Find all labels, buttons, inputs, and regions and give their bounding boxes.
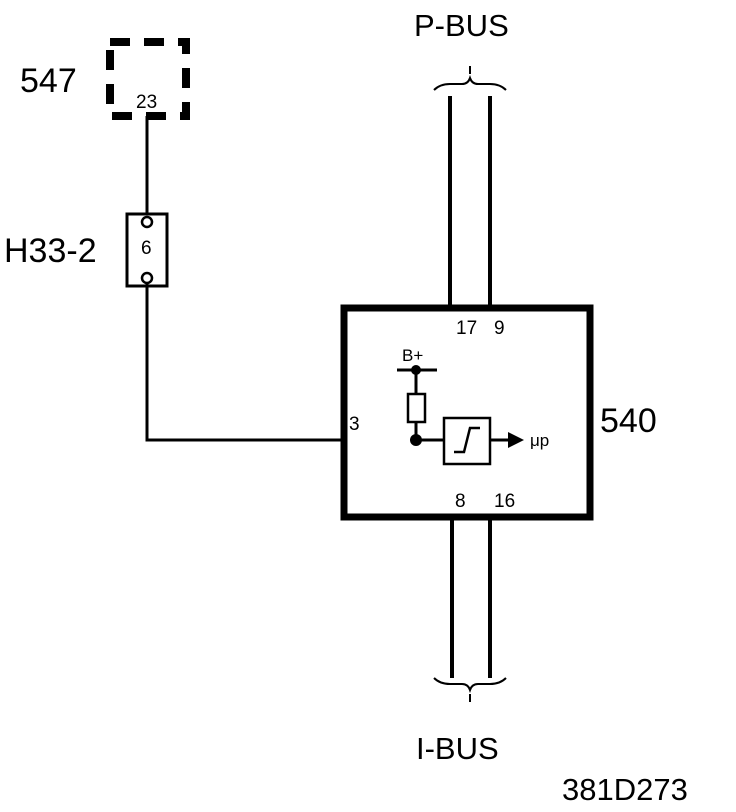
output-label: μp	[530, 431, 549, 450]
i-bus: I-BUS	[416, 519, 507, 766]
connector-pin: 6	[141, 238, 152, 259]
p-bus-label: P-BUS	[414, 8, 509, 43]
connector-label: H33-2	[4, 232, 97, 270]
pin-16: 16	[494, 491, 515, 512]
connector-terminal-top	[140, 215, 154, 229]
p-bus: P-BUS	[414, 8, 509, 306]
connector-terminal-bottom	[140, 271, 154, 285]
wire-connector-to-module	[145, 283, 415, 442]
connector-h33-2: 6 H33-2	[4, 212, 169, 288]
pullup-resistor	[406, 392, 427, 424]
p-bus-brace	[433, 74, 507, 91]
module-540: 540 17 9 3 8 16 B+ μp	[340, 304, 657, 521]
diagram-id: 381D273	[562, 772, 688, 807]
component-547: 547 23	[20, 38, 190, 120]
component-547-label: 547	[20, 62, 77, 100]
pin-8: 8	[455, 491, 466, 512]
supply-label: B+	[402, 346, 423, 365]
pin-17: 17	[456, 318, 477, 339]
module-540-label: 540	[600, 402, 657, 440]
i-bus-brace	[433, 677, 507, 694]
pin-9: 9	[494, 318, 505, 339]
component-547-pin: 23	[136, 92, 157, 113]
schmitt-trigger-symbol	[454, 426, 480, 454]
i-bus-label: I-BUS	[416, 731, 499, 766]
pin-3: 3	[349, 414, 360, 435]
output-arrow-icon	[508, 432, 524, 448]
module-540-outline	[340, 304, 594, 521]
